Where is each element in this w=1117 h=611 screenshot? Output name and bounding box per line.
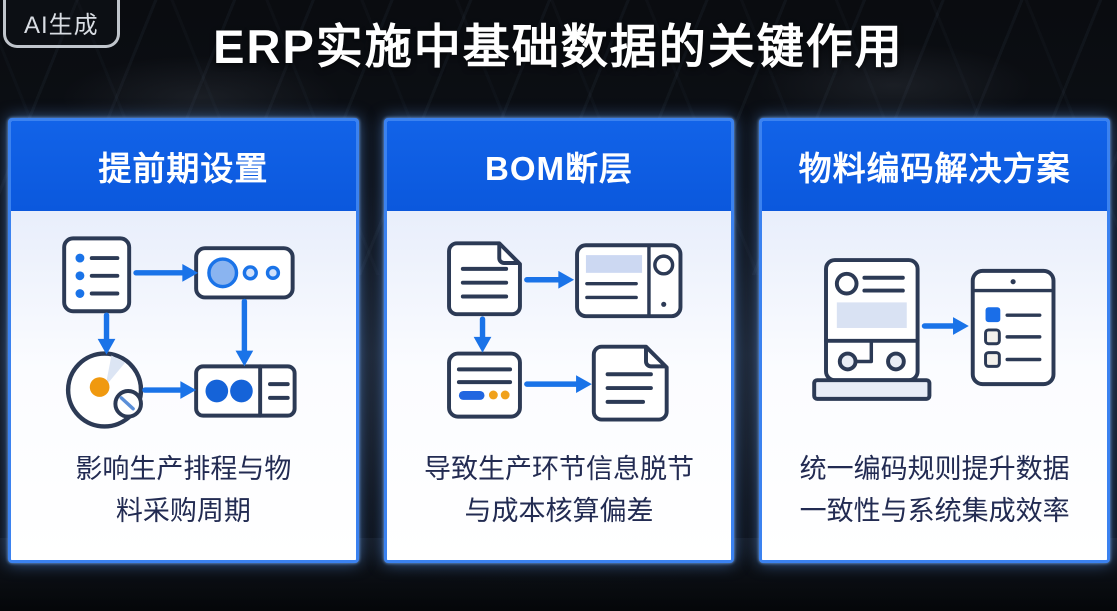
card-bom-gap: BOM断层	[383, 118, 735, 563]
card-material-coding-body: 统一编码规则提升数据 一致性与系统集成效率	[762, 211, 1108, 560]
caption-line: 统一编码规则提升数据	[799, 454, 1070, 484]
card-bom-gap-caption: 导致生产环节信息脱节 与成本核算偏差	[424, 449, 694, 533]
coding-machine-icon	[812, 258, 932, 401]
status-panel-icon	[194, 364, 297, 418]
caption-line: 影响生产排程与物	[75, 454, 292, 484]
caption-line: 与成本核算偏差	[464, 495, 654, 526]
caption-line: 导致生产环节信息脱节	[424, 454, 694, 484]
document-icon	[591, 344, 669, 422]
lead-time-diagram	[62, 236, 297, 429]
cards-row: 提前期设置	[8, 118, 1111, 563]
card-bom-gap-header: BOM断层	[386, 121, 732, 211]
card-lead-time-header: 提前期设置	[11, 121, 356, 211]
flow-arrow-icon	[922, 317, 970, 335]
page-title: ERP实施中基础数据的关键作用	[213, 20, 904, 73]
mobile-checklist-icon	[971, 268, 1056, 387]
clock-pie-icon	[65, 351, 144, 429]
card-lead-time: 提前期设置	[8, 118, 359, 563]
caption-line: 料采购周期	[115, 495, 251, 526]
material-coding-diagram	[812, 258, 1056, 401]
caption-line: 一致性与系统集成效率	[799, 495, 1070, 526]
ai-generated-badge-label: AI生成	[24, 12, 99, 39]
note-panel-icon	[446, 351, 522, 419]
card-bom-gap-body: 导致生产环节信息脱节 与成本核算偏差	[386, 211, 732, 560]
card-material-coding: 物料编码解决方案	[759, 118, 1111, 563]
card-lead-time-caption: 影响生产排程与物 料采购周期	[75, 449, 291, 533]
card-lead-time-body: 影响生产排程与物 料采购周期	[11, 211, 356, 560]
card-material-coding-caption: 统一编码规则提升数据 一致性与系统集成效率	[800, 449, 1070, 533]
card-material-coding-header: 物料编码解决方案	[762, 121, 1108, 211]
bom-gap-diagram	[446, 241, 683, 422]
flow-arrow-icon	[97, 263, 254, 399]
checklist-panel-icon	[62, 236, 132, 314]
flow-arrow-icon	[473, 270, 592, 393]
ai-generated-badge: AI生成	[3, 0, 120, 48]
record-panel-icon	[574, 243, 683, 319]
slider-panel-icon	[194, 246, 295, 300]
document-icon	[446, 241, 522, 317]
